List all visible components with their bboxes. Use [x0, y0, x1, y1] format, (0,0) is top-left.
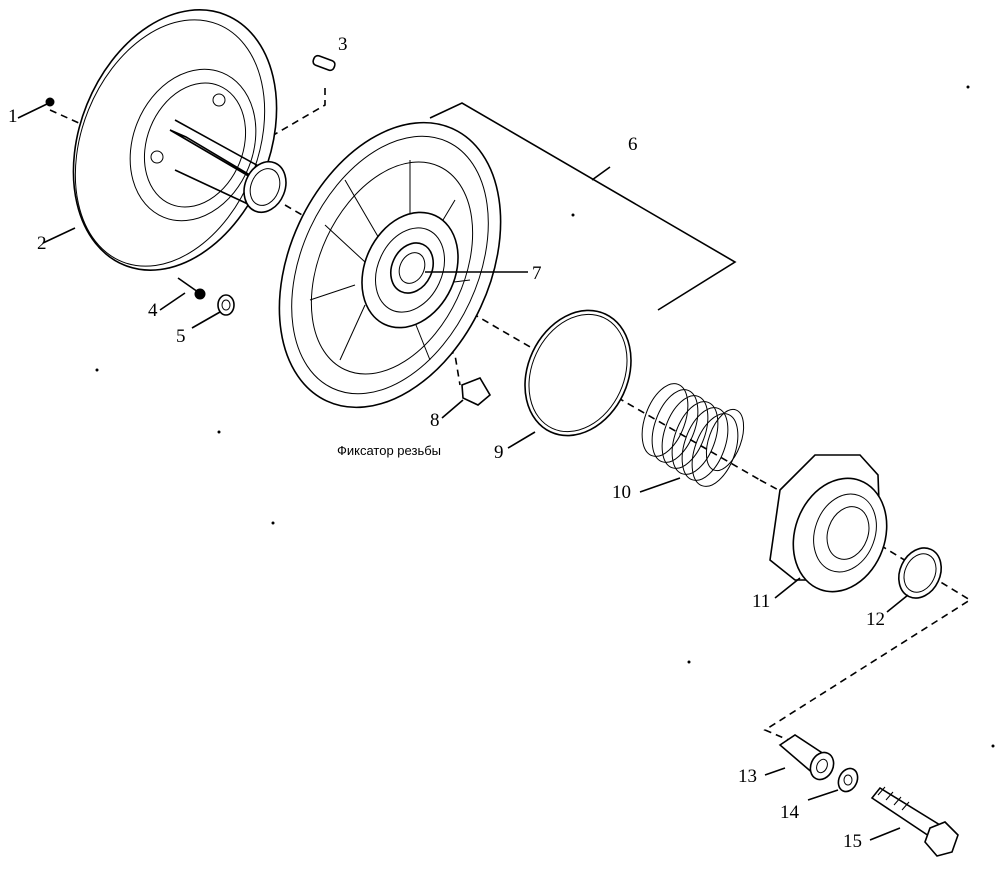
label-5: 5	[176, 326, 186, 347]
part-7-bushing	[398, 252, 528, 284]
label-1: 1	[8, 106, 18, 127]
part-5-washer	[191, 294, 235, 329]
part-8-plug	[441, 377, 492, 419]
part-14-washer	[807, 767, 859, 801]
part-1-screw	[17, 97, 55, 119]
label-3: 3	[338, 34, 348, 55]
part-12-circlip	[886, 547, 942, 613]
thread-locker-note: Фиксатор резьбы	[337, 443, 441, 458]
label-7: 7	[532, 263, 542, 284]
label-8: 8	[430, 410, 440, 431]
label-6: 6	[628, 134, 638, 155]
label-14: 14	[780, 802, 800, 823]
label-11: 11	[752, 591, 770, 612]
part-11-cam	[769, 454, 888, 599]
part-13-spacer	[764, 734, 835, 781]
part-9-ring	[507, 309, 632, 449]
part-10-spring	[639, 383, 745, 493]
label-4: 4	[148, 300, 158, 321]
part-15-bolt	[869, 786, 959, 857]
part-6-movable-sheave	[278, 102, 737, 409]
label-9: 9	[494, 442, 504, 463]
label-15: 15	[843, 831, 862, 852]
part-2-fixed-sheave	[42, 9, 287, 271]
label-12: 12	[866, 609, 885, 630]
scan-specks	[95, 85, 995, 748]
label-10: 10	[612, 482, 631, 503]
part-4-set-screw	[159, 277, 206, 311]
label-13: 13	[738, 766, 757, 787]
part-3-key	[312, 54, 336, 72]
label-2: 2	[37, 233, 47, 254]
